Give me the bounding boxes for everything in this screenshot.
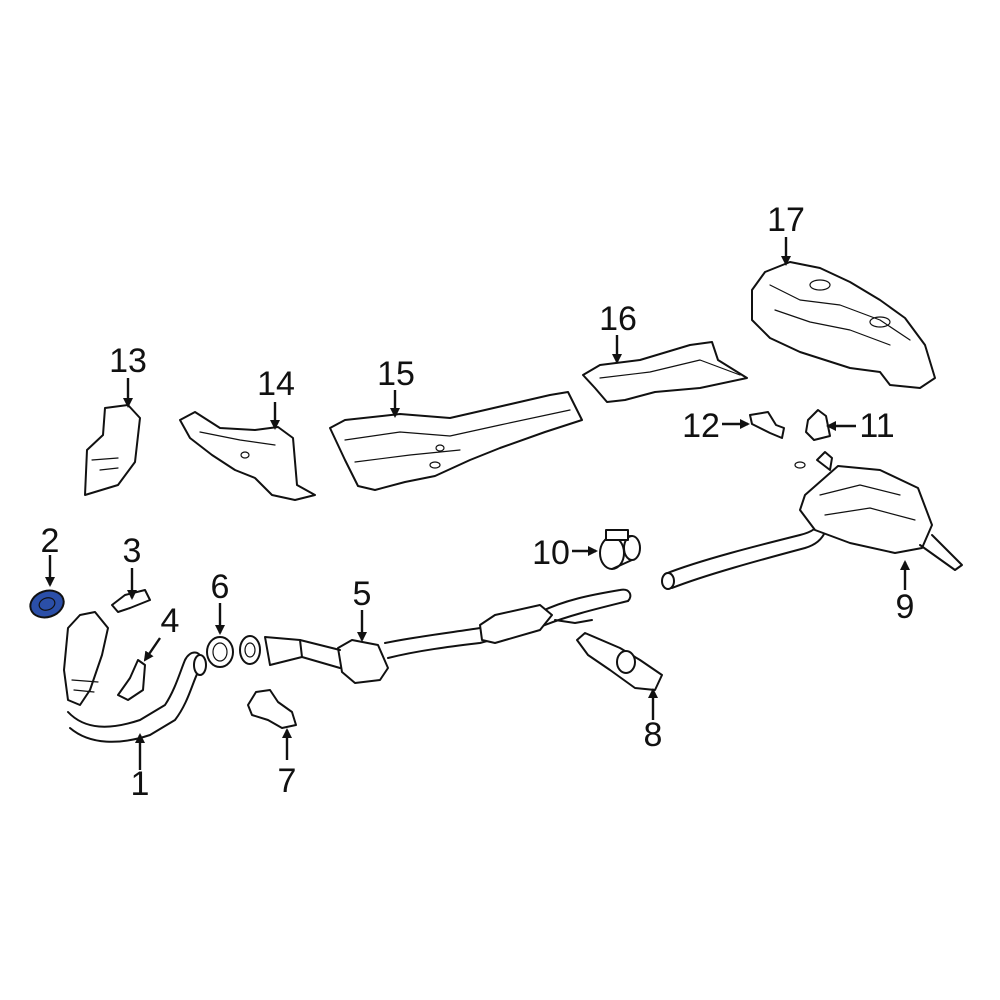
part-9-rear-muffler[interactable] <box>661 451 963 590</box>
part-5-intermediate-pipe[interactable] <box>239 588 632 684</box>
callout-13: 13 <box>109 342 147 380</box>
part-11-bracket[interactable] <box>805 409 831 441</box>
callout-16: 16 <box>599 300 637 338</box>
part-15-heat-shield[interactable] <box>329 391 583 491</box>
callout-1: 1 <box>131 765 150 803</box>
callout-11: 11 <box>859 407 894 445</box>
part-2-gasket[interactable] <box>27 586 67 621</box>
part-1-front-pipe[interactable] <box>63 611 207 743</box>
callout-14: 14 <box>257 365 295 403</box>
part-7-hanger[interactable] <box>247 689 297 729</box>
part-3-bracket[interactable] <box>111 589 151 613</box>
callout-3: 3 <box>123 532 142 570</box>
leader-arrows <box>45 237 910 770</box>
callout-5: 5 <box>353 575 372 613</box>
callout-labels: 1 2 3 4 5 6 7 8 9 10 11 12 13 14 15 16 1… <box>41 201 915 803</box>
part-16-heat-shield[interactable] <box>582 341 748 403</box>
callout-8: 8 <box>644 716 663 754</box>
part-17-rear-heat-shield[interactable] <box>751 261 936 389</box>
part-13-bracket[interactable] <box>84 404 141 496</box>
part-4-bracket[interactable] <box>117 659 146 701</box>
callout-4: 4 <box>161 602 180 640</box>
callout-12: 12 <box>682 407 720 445</box>
callout-7: 7 <box>278 762 297 800</box>
part-8-bracket[interactable] <box>576 632 663 691</box>
part-14-heat-shield[interactable] <box>179 411 316 501</box>
callout-10: 10 <box>532 534 570 572</box>
part-10-clamp[interactable] <box>599 529 641 570</box>
callout-6: 6 <box>211 568 230 606</box>
callout-17: 17 <box>767 201 805 239</box>
part-6-gasket[interactable] <box>206 636 234 668</box>
callout-9: 9 <box>896 588 915 626</box>
callout-15: 15 <box>377 355 415 393</box>
callout-2: 2 <box>41 522 60 560</box>
part-12-hanger[interactable] <box>749 411 785 439</box>
